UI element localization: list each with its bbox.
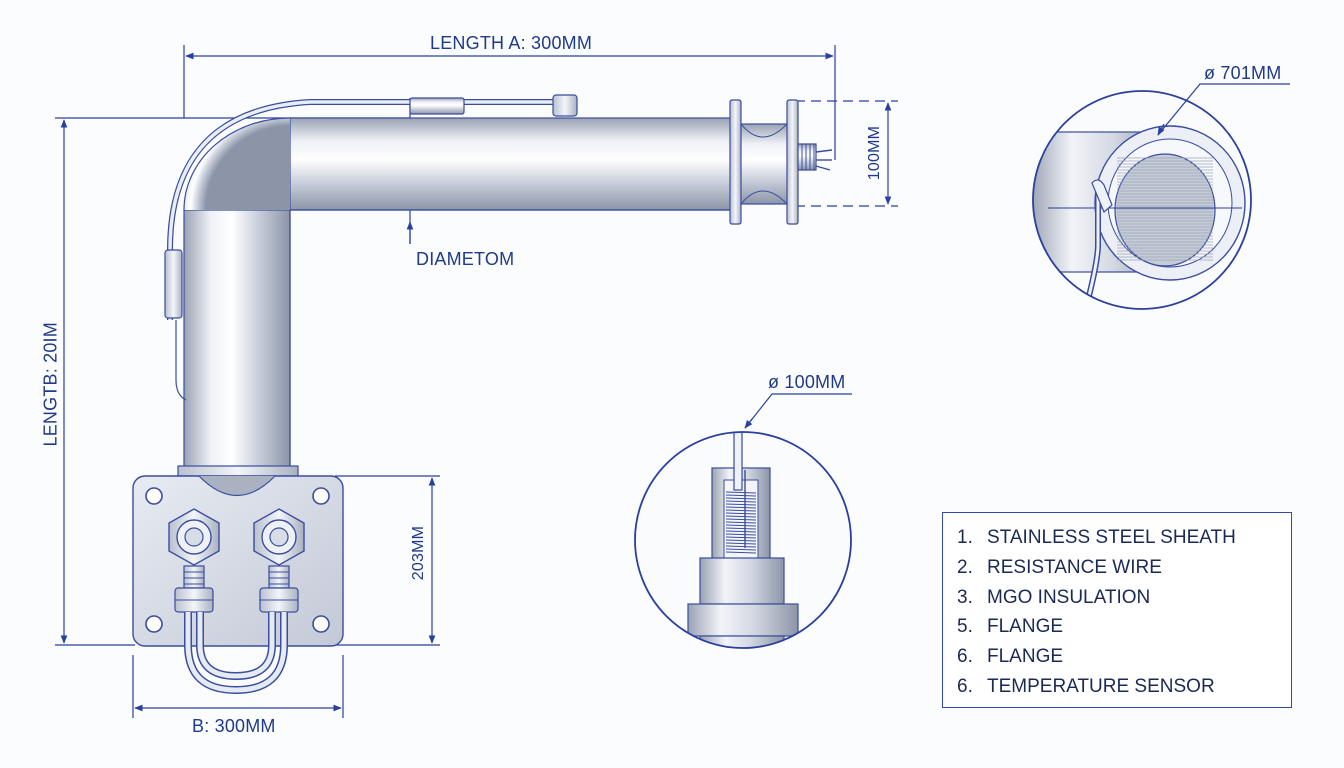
diameter-label: DIAMETOM [416,249,515,269]
legend-item: 5. FLANGE [957,612,1291,642]
legend-item-label: TEMPERATURE SENSOR [987,675,1215,697]
legend-item: 6. TEMPERATURE SENSOR [957,672,1291,702]
legend-item-number: 5. [957,616,973,638]
terminal-detail [634,393,852,649]
sheath-cross-section-detail [1032,83,1290,310]
base-flange-plate [132,465,344,695]
base-height-label: 203MM [410,525,427,581]
legend-item-number: 6. [957,675,973,697]
length-b-label: LENGTB: 20IM [40,322,61,447]
heating-element-pipe [164,94,833,473]
legend-item: 3. MGO INSULATION [957,583,1291,613]
legend-item-label: STAINLESS STEEL SHEATH [987,527,1236,548]
legend-item-label: FLANGE [987,616,1064,638]
legend-item-label: MGO INSULATION [987,586,1151,608]
b-dimension-label: B: 300MM [192,716,276,736]
flange-height-label: 100MM [866,125,883,181]
legend-item-number: 6. [957,646,973,668]
parts-legend: 1. STAINLESS STEEL SHEATH 2. RESISTANCE WIR… [942,512,1292,708]
legend-item: 2. RESISTANCE WIRE [957,553,1291,583]
legend-item-label: FLANGE [987,646,1064,668]
legend-item-number: 1. [957,527,973,548]
legend-item-number: 2. [957,556,973,578]
length-a-label: LENGTH A: 300MM [430,33,593,53]
legend-item: 1. STAINLESS STEEL SHEATH [957,523,1291,553]
legend-item-label: RESISTANCE WIRE [987,556,1162,578]
legend-item-number: 3. [957,586,973,608]
bottom-detail-diameter-label: ø 100MM [768,372,846,392]
legend-item: 6. FLANGE [957,642,1291,672]
top-detail-diameter-label: ø 701MM [1204,63,1282,83]
dimension-lines [55,45,898,718]
legend-list: 1. STAINLESS STEEL SHEATH 2. RESISTANCE WIR… [957,523,1291,702]
